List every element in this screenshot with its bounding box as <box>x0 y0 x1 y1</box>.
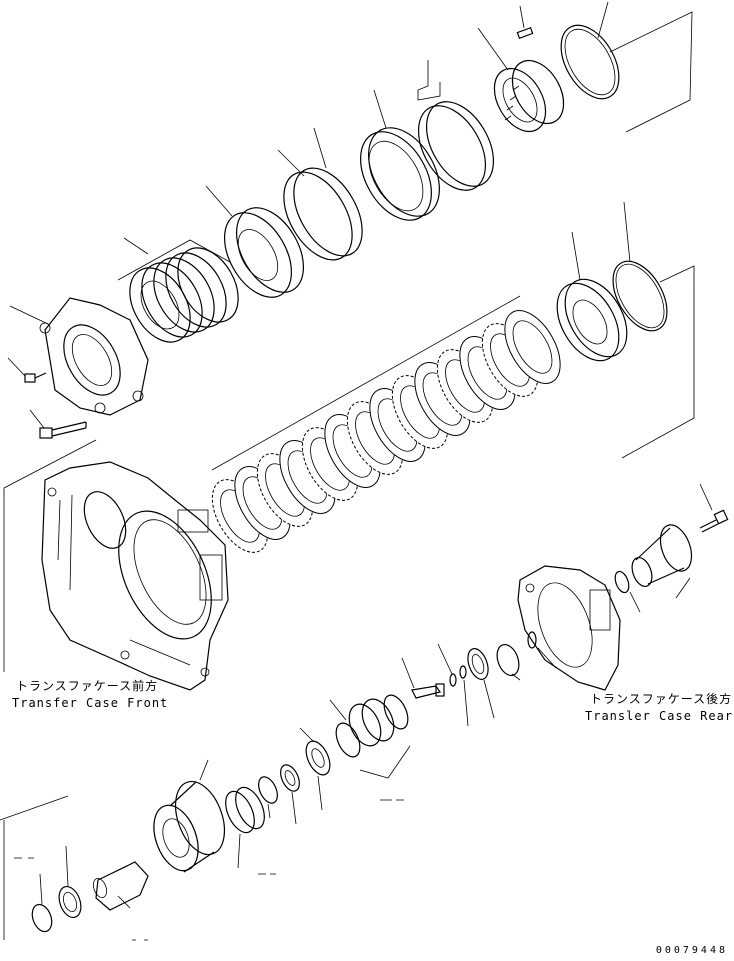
circlip-lower <box>31 903 53 933</box>
retainer-plate <box>223 207 305 298</box>
transfer-case-rear-label: Transler Case Rear <box>585 709 734 723</box>
snap-ring-pair-lower <box>335 694 409 758</box>
o-ring-lower <box>527 631 537 649</box>
bolt-long <box>39 421 87 439</box>
leader-lines <box>0 1 713 941</box>
o-ring-flange <box>614 570 630 594</box>
piston-ring-top <box>360 127 440 221</box>
needle-bearing <box>348 698 395 747</box>
large-snap-ring-top <box>560 24 620 100</box>
collar-lower <box>58 885 82 919</box>
seal-ring-pair-top <box>417 101 495 191</box>
bearing-mid <box>225 786 265 834</box>
flange-bolt <box>699 509 729 533</box>
end-plate-right <box>556 278 628 362</box>
snap-ring-lower <box>496 643 520 677</box>
small-ring-lower <box>459 665 467 679</box>
transfer-case-rear-label-jp: トランスファケース後方 <box>590 692 733 706</box>
drawing-number: 00079448 <box>655 945 728 956</box>
output-flange <box>631 524 693 588</box>
input-shaft <box>93 861 149 911</box>
gear-hub <box>153 780 226 873</box>
transfer-case-front-label-jp: トランスファケース前方 <box>16 679 159 693</box>
clutch-disc <box>504 310 561 384</box>
clutch-disc-pack <box>211 310 561 553</box>
pin-part <box>516 27 534 39</box>
washer-lower <box>449 673 457 687</box>
transfer-case-front <box>41 461 229 691</box>
bolt-lower <box>411 683 445 699</box>
transfer-case-front-label: Transfer Case Front <box>12 696 169 710</box>
bearing-race <box>280 764 300 792</box>
spring-pack <box>129 247 239 343</box>
transfer-case-rear <box>517 565 621 691</box>
roller-bearing-top <box>493 59 565 133</box>
thrust-washer <box>305 740 331 776</box>
seal-ring-pair-middle <box>283 167 363 261</box>
retainer-housing <box>39 297 149 416</box>
snap-ring-right <box>612 260 668 332</box>
retaining-ring-mid <box>258 776 278 804</box>
bearing-lower <box>467 648 489 680</box>
bolt-small <box>24 372 47 383</box>
